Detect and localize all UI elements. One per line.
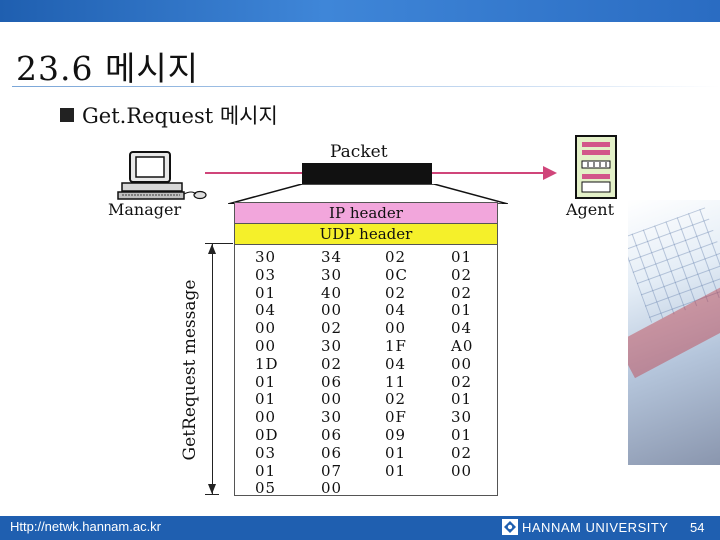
byte-cell: 00 [255,336,277,355]
decorative-photo [628,200,720,465]
byte-cell: 00 [321,390,343,409]
byte-cell: 00 [451,461,473,480]
byte-cell: 02 [451,283,473,302]
byte-cell: 30 [255,248,277,266]
byte-cell: 01 [451,390,473,409]
byte-cell: 04 [255,301,277,320]
byte-cell: 1D [255,354,279,373]
byte-cell: 06 [321,443,343,462]
byte-cell: 0D [255,425,279,444]
byte-cell: 34 [321,248,343,266]
udp-header-row: UDP header [235,224,497,245]
bullet-text: Get.Request 메시지 [82,104,278,128]
university-logo-icon [502,519,518,535]
arrow-right-icon [543,166,557,180]
dimension-line [212,244,213,494]
byte-cell: 01 [451,248,473,266]
byte-cell: 11 [385,372,407,391]
byte-cell: 30 [321,408,343,427]
byte-cell: 02 [451,372,473,391]
packet-bar [302,163,432,185]
byte-cell: 30 [451,408,473,427]
byte-cell: 09 [385,425,407,444]
agent-label: Agent [566,200,614,219]
byte-cell: 00 [321,301,343,320]
byte-cell: 01 [255,372,277,391]
slide-title: 23.6 메시지 [16,49,200,88]
ip-header-row: IP header [235,203,497,224]
byte-row: 03 06 01 02 [235,443,497,463]
byte-row: 0D 06 09 01 [235,425,497,445]
dimension-tick-bottom [205,494,219,495]
footer-bar [0,516,720,540]
byte-cell: 30 [321,265,343,284]
byte-cell: A0 [451,336,474,355]
byte-cell: 06 [321,372,343,391]
manager-label: Manager [108,200,182,219]
byte-row: 04 00 04 01 [235,302,497,320]
byte-cell: 02 [385,390,407,409]
byte-row: 01 40 02 02 [235,283,497,303]
byte-row: 00 30 0F 30 [235,408,497,427]
byte-cell: 01 [451,425,473,444]
byte-row: 05 00 [235,480,497,498]
byte-cell: 1F [385,336,407,355]
byte-row: 03 30 0C 02 [235,265,497,285]
byte-cell: 0C [385,265,409,284]
computer-icon [117,151,207,200]
byte-cell: 00 [451,354,473,373]
byte-cell: 07 [321,461,343,480]
byte-cell: 01 [255,390,277,409]
byte-cell: 40 [321,283,343,302]
byte-cell: 02 [321,319,343,338]
byte-cell: 00 [321,479,343,498]
byte-row: 1D 02 04 00 [235,354,497,374]
byte-cell: 06 [321,425,343,444]
arrow-down-icon [208,484,216,494]
arrow-up-icon [208,244,216,254]
top-banner [0,0,720,22]
byte-cell: 05 [255,479,277,498]
page-number: 54 [690,520,705,535]
byte-cell: 02 [451,443,473,462]
byte-cell: 30 [321,336,343,355]
footer-university: HANNAM UNIVERSITY [522,520,669,535]
byte-cell: 01 [255,283,277,302]
byte-cell: 04 [385,354,407,373]
byte-row: 00 02 00 04 [235,319,497,338]
byte-cell: 04 [451,319,473,338]
packet-expansion-trapezoid [228,184,508,204]
byte-cell: 03 [255,265,277,284]
dimension-tick-top [205,243,233,244]
byte-cell: 0F [385,408,407,427]
byte-cell: 02 [385,283,407,302]
byte-cell: 01 [385,461,407,480]
server-icon [575,135,617,199]
bullet-item: Get.Request 메시지 [60,100,278,130]
byte-row: 01 06 11 02 [235,372,497,392]
byte-row: 01 07 01 00 [235,461,497,481]
byte-row: 00 30 1F A0 [235,336,497,356]
byte-cell: 02 [451,265,473,284]
byte-cell: 04 [385,301,407,320]
byte-row: 01 00 02 01 [235,391,497,409]
byte-cell: 00 [255,319,277,338]
byte-cell: 00 [255,408,277,427]
byte-cell: 00 [385,319,407,338]
byte-cell: 01 [451,301,473,320]
packet-label: Packet [330,142,388,162]
square-bullet-icon [60,108,74,122]
title-divider [12,86,720,87]
byte-cell: 01 [255,461,277,480]
byte-cell: 02 [321,354,343,373]
getrequest-message-label: GetRequest message [180,279,200,461]
byte-row: 30 34 02 01 [235,248,497,267]
byte-cell: 01 [385,443,407,462]
footer-url: Http://netwk.hannam.ac.kr [10,519,162,534]
byte-cell: 02 [385,248,407,266]
byte-cell: 03 [255,443,277,462]
